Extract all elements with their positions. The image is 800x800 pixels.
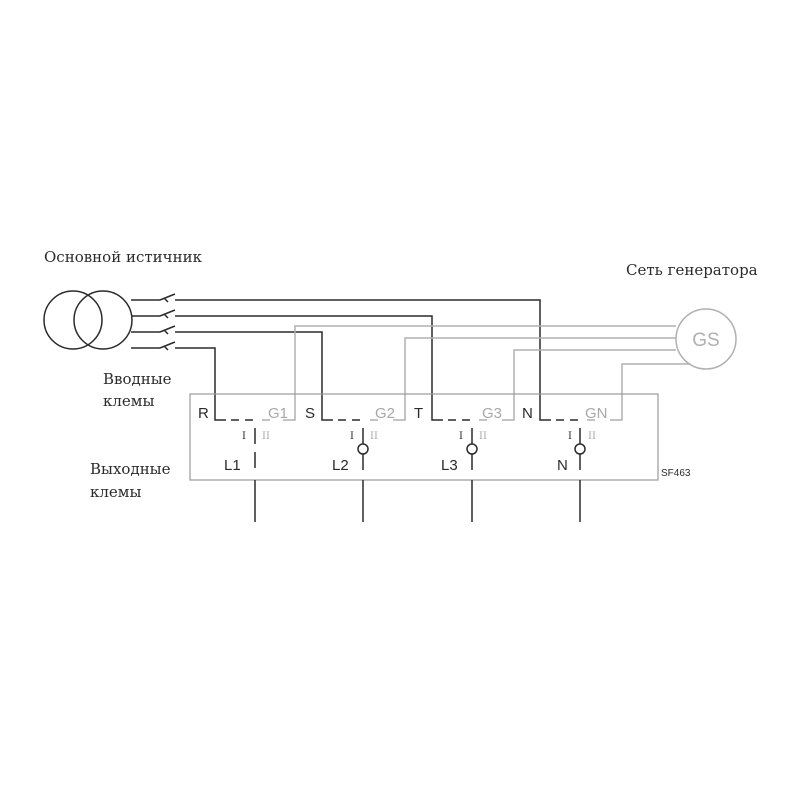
terminal-l2: L2 bbox=[332, 457, 349, 474]
terminal-n-in: N bbox=[522, 405, 533, 422]
source-leads bbox=[131, 300, 160, 348]
position-i-label: I bbox=[568, 431, 572, 442]
terminal-g2: G2 bbox=[375, 405, 395, 422]
mains-wiring bbox=[175, 300, 540, 402]
input-terminals-label-line2: клемы bbox=[103, 392, 154, 410]
position-i-label: I bbox=[242, 431, 246, 442]
position-ii-label: II bbox=[370, 431, 378, 442]
position-ii-label: II bbox=[588, 431, 596, 442]
output-terminals-label-line2: клемы bbox=[90, 483, 141, 501]
transformer-icon bbox=[44, 291, 132, 349]
model-label: SF463 bbox=[661, 468, 691, 479]
generator-label: GS bbox=[692, 330, 719, 351]
generator-wiring bbox=[295, 326, 690, 402]
position-ii-label: II bbox=[479, 431, 487, 442]
terminal-l1: L1 bbox=[224, 457, 241, 474]
terminal-n-out: N bbox=[557, 457, 568, 474]
terminal-r: R bbox=[198, 405, 209, 422]
terminal-s: S bbox=[305, 405, 315, 422]
generator-icon: GS bbox=[676, 309, 736, 369]
position-i-label: I bbox=[350, 431, 354, 442]
isolation-switch-contacts bbox=[160, 294, 175, 350]
generator-network-label: Сеть генератора bbox=[626, 261, 758, 279]
main-source-label: Основной истичник bbox=[44, 248, 203, 266]
position-ii-label: II bbox=[262, 431, 270, 442]
input-terminals-label-line1: Вводные bbox=[103, 370, 172, 388]
position-i-label: I bbox=[459, 431, 463, 442]
terminal-l3: L3 bbox=[441, 457, 458, 474]
terminal-t: T bbox=[414, 405, 423, 422]
switch-pole-n: I II bbox=[540, 402, 622, 522]
output-terminal-labels: L1 L2 L3 N bbox=[224, 457, 568, 474]
output-terminals-label-line1: Выходные bbox=[90, 460, 171, 478]
